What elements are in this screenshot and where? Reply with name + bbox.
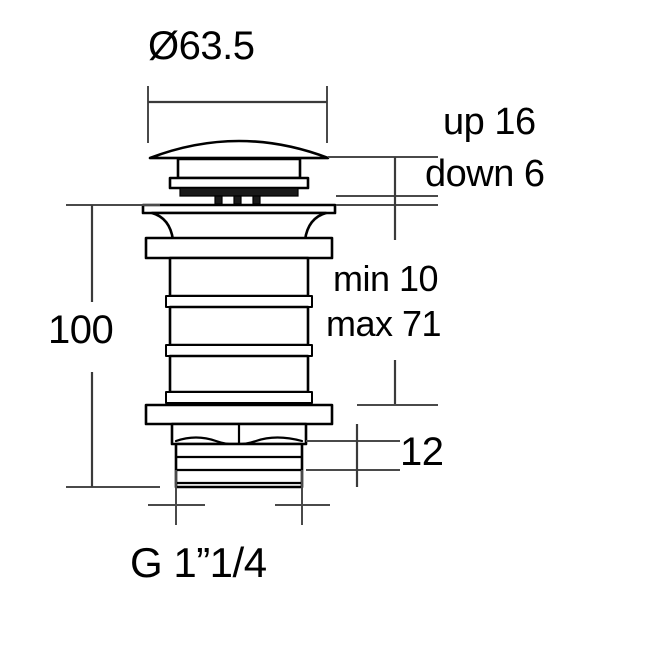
thread-segment-3 — [168, 354, 310, 394]
linkage-pin-left — [214, 195, 223, 205]
dimension-thickness-range — [357, 360, 438, 406]
diameter-label: Ø63.5 — [148, 24, 255, 68]
travel-down-label: down 6 — [425, 153, 545, 195]
travel-up-label: up 16 — [443, 101, 536, 143]
thread-spec-label: G 1”1/4 — [130, 539, 267, 586]
lower-flange — [144, 403, 334, 426]
dimension-lower-thread — [306, 424, 400, 487]
thread-ridge-1 — [165, 295, 313, 308]
funnel-flange — [141, 203, 337, 215]
dimension-travel — [328, 156, 438, 240]
dimension-thread-spec — [148, 470, 330, 525]
thread-segment-2 — [168, 305, 310, 347]
thickness-min-label: min 10 — [333, 258, 439, 299]
height-label: 100 — [48, 308, 114, 352]
dimension-height — [66, 204, 160, 488]
outlet-thread-shank — [174, 442, 304, 489]
valve-part-geometry — [141, 139, 337, 489]
thread-segment-1 — [168, 256, 310, 298]
cap-stem-block — [176, 157, 302, 180]
cap-dome — [148, 139, 330, 160]
cap-seal-plate — [168, 176, 310, 190]
thread-ridge-2 — [165, 344, 313, 357]
dimension-diameter — [147, 86, 328, 143]
linkage-pin-right — [252, 195, 261, 205]
thread-ridge-3 — [165, 391, 313, 404]
lower-thread-label: 12 — [400, 430, 444, 474]
thickness-max-label: max 71 — [326, 303, 442, 344]
collar-nut — [144, 236, 334, 260]
linkage-pin-center — [233, 195, 242, 205]
cap-seal-ring — [179, 187, 299, 197]
